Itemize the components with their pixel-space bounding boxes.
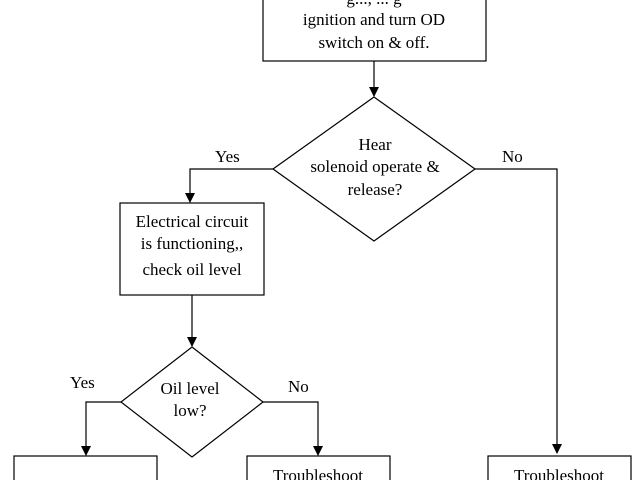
oil-level-decision-diamond xyxy=(120,346,264,458)
bottom-left-box xyxy=(13,455,158,485)
connector-oil-yes xyxy=(81,401,121,456)
oil-decision-line-1: Oil level xyxy=(160,379,219,398)
oil-yes-label: Yes xyxy=(70,373,95,392)
solenoid-yes-label: Yes xyxy=(215,147,240,166)
bottom-middle-box-line-1: Troubleshoot xyxy=(273,466,363,480)
solenoid-decision-diamond xyxy=(271,96,477,242)
electrical-box-line-3: check oil level xyxy=(142,260,241,279)
electrical-box-line-2: is functioning,, xyxy=(141,234,243,253)
solenoid-decision-line-2: solenoid operate & xyxy=(310,157,439,176)
solenoid-no-label: No xyxy=(502,147,523,166)
start-box-line-1: g..., ... g xyxy=(346,0,402,8)
electrical-circuit-box xyxy=(119,202,265,296)
electrical-box-line-1: Electrical circuit xyxy=(136,212,249,231)
solenoid-decision-line-3: release? xyxy=(348,180,403,199)
start-box-line-3: switch on & off. xyxy=(318,33,429,52)
solenoid-decision-line-1: Hear xyxy=(358,135,391,154)
start-process-box xyxy=(262,0,487,62)
bottom-right-box-line-1: Troubleshoot xyxy=(514,466,604,480)
connector-oil-no xyxy=(263,401,323,456)
connector-solenoid-no xyxy=(475,168,562,454)
start-box-line-2: ignition and turn OD xyxy=(303,10,445,29)
connector-solenoid-yes xyxy=(185,168,273,203)
oil-no-label: No xyxy=(288,377,309,396)
oil-decision-line-2: low? xyxy=(173,401,206,420)
